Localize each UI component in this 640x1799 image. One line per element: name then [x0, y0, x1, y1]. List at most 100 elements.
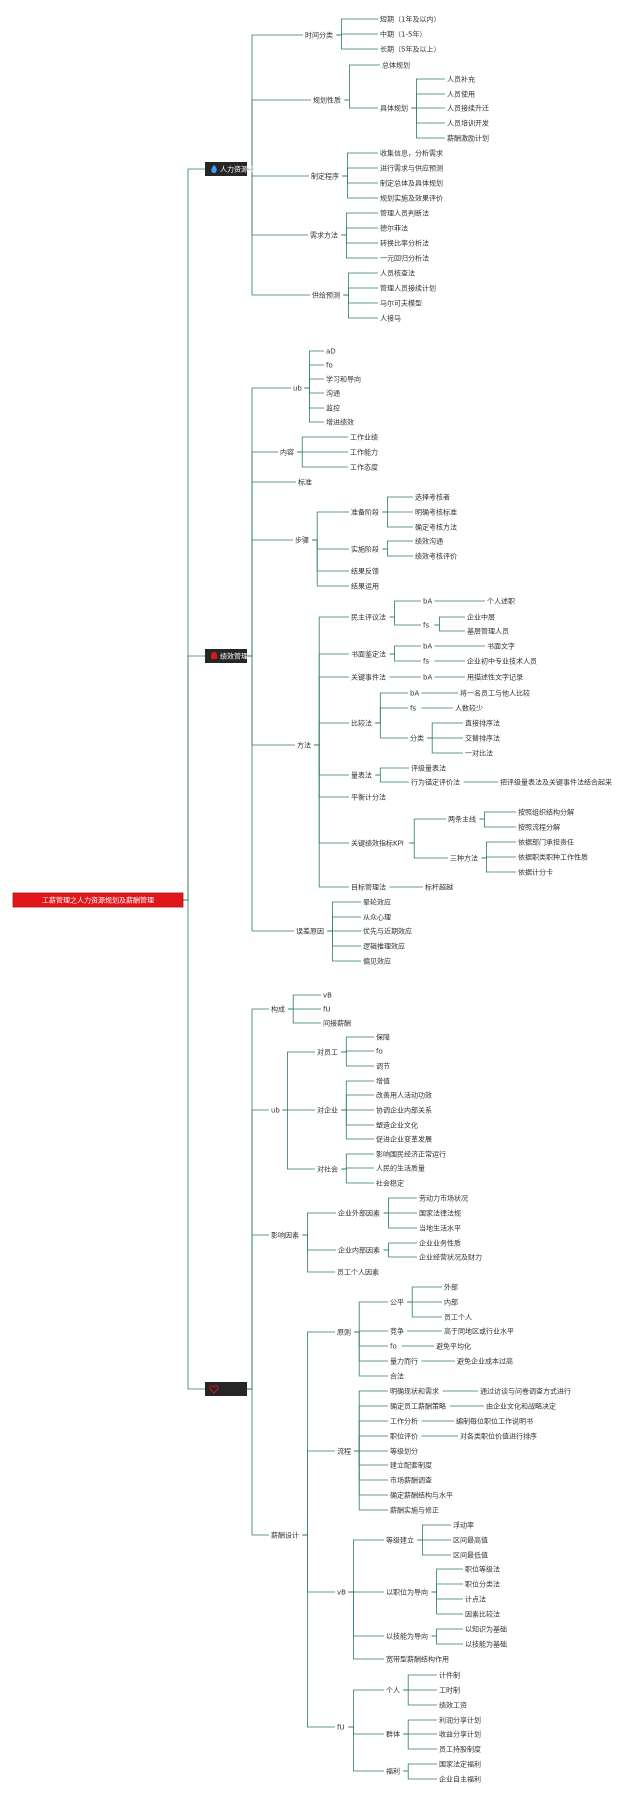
- node-p1a1: 外部: [444, 1283, 458, 1292]
- node-c3: 影响因素: [271, 1231, 299, 1240]
- node-c2c1: 影响国民经济正常运行: [376, 1150, 446, 1159]
- node-a5d: 人接马: [380, 314, 401, 323]
- node-p4a3: 绩效工资: [439, 1701, 467, 1710]
- node-p2d1: 对各类职位价值进行排序: [460, 1432, 537, 1441]
- node-p3a3: 区间最低值: [453, 1551, 488, 1560]
- node-m3a: bA: [423, 674, 432, 682]
- node-m2a1: 书面文字: [487, 642, 515, 651]
- node-a2b: 具体规划: [380, 104, 408, 113]
- node-p3b3: 计点法: [465, 1595, 486, 1604]
- node-p2: 流程: [337, 1447, 351, 1456]
- node-p3: vB: [337, 1589, 346, 1597]
- node-b1a: aD: [326, 348, 336, 356]
- node-b4a1: 选择考核者: [415, 493, 450, 502]
- node-p3c2: 以技能为基础: [465, 1640, 507, 1649]
- node-m7a1: 按照组织结构分解: [518, 808, 574, 817]
- node-p1: 原则: [337, 1329, 351, 1337]
- node-m4b1: 人数较少: [455, 704, 483, 713]
- heart-icon: [209, 1385, 219, 1394]
- node-c2a: 对员工: [317, 1048, 338, 1057]
- node-b4b2: 绩效考核评价: [415, 552, 457, 561]
- node-p1c1: 避免平均化: [436, 1342, 471, 1351]
- node-p3b1: 职位等级法: [465, 1565, 500, 1574]
- node-m7b3: 依据计分卡: [518, 868, 553, 877]
- node-b5: 方法: [297, 741, 311, 750]
- node-c2b1: 增值: [376, 1077, 390, 1086]
- node-m2a: bA: [423, 643, 432, 651]
- node-m1a1: 个人述职: [487, 597, 515, 606]
- node-b6d: 逻辑推理效应: [363, 942, 405, 951]
- node-b4: 步骤: [295, 536, 309, 545]
- node-b1c: 学习和导向: [326, 375, 361, 384]
- node-b2c: 工作态度: [350, 463, 378, 472]
- node-p1a3: 员工个人: [444, 1314, 472, 1322]
- node-p4a1: 计件制: [439, 1671, 460, 1680]
- node-p3c: 以技能为导向: [386, 1632, 428, 1641]
- root-node: [12, 892, 184, 908]
- node-m4a1: 将一名员工与他人比较: [460, 689, 530, 698]
- node-m4b: fs: [410, 705, 416, 713]
- node-p3a: 等级建立: [386, 1536, 414, 1545]
- node-m7a2: 按照流程分解: [518, 823, 560, 832]
- node-p2f: 建立配套制度: [390, 1461, 432, 1470]
- node-p4b1: 利润分享计划: [439, 1716, 481, 1725]
- node-m1: 民主评议法: [351, 613, 386, 622]
- node-p1e: 合法: [390, 1372, 404, 1381]
- node-p1b: 竞争: [390, 1327, 404, 1336]
- node-p2a: 明确现状和需求: [390, 1387, 439, 1396]
- node-a2b2: 人员使用: [447, 90, 475, 99]
- node-a2b4: 人员培训开发: [447, 119, 489, 128]
- node-b4d: 结果运用: [351, 582, 379, 591]
- node-b4a: 准备阶段: [351, 508, 379, 517]
- node-p3b2: 职位分类法: [465, 1580, 500, 1589]
- node-c3a: 企业外部因素: [338, 1209, 380, 1218]
- fire-icon: [211, 165, 217, 173]
- node-c2a2: fo: [376, 1048, 383, 1056]
- node-p4b3: 员工持股制度: [439, 1745, 481, 1754]
- node-p2b: 确定员工薪酬策略: [390, 1402, 446, 1411]
- node-c4: 薪酬设计: [271, 1531, 299, 1540]
- node-b2b: 工作能力: [350, 448, 378, 457]
- node-p4: fU: [337, 1724, 345, 1732]
- node-a1a: 短期（1年及以内）: [380, 15, 440, 24]
- node-m7b1: 依据部门承担责任: [518, 838, 574, 847]
- node-c2b2: 改善用人活动功效: [376, 1091, 432, 1100]
- node-p1c: fo: [390, 1343, 397, 1351]
- node-b6a: 晕轮效应: [363, 898, 391, 907]
- node-b6b: 从众心理: [363, 914, 391, 922]
- node-a1c: 长期（5年及以上）: [380, 45, 440, 54]
- node-p1a: 公平: [390, 1299, 404, 1307]
- node-c2b4: 塑造企业文化: [376, 1121, 418, 1130]
- node-p4b: 群体: [386, 1730, 400, 1739]
- node-b2: 内容: [280, 448, 294, 457]
- node-a2a: 总体规划: [382, 61, 410, 70]
- node-p1d: 量力而行: [390, 1357, 418, 1366]
- node-a5: 供给预测: [312, 291, 340, 300]
- node-p2h: 确定薪酬结构与水平: [390, 1491, 453, 1500]
- node-m2: 书面鉴定法: [351, 650, 386, 659]
- topic-1: [205, 162, 247, 176]
- node-c1: 构成: [271, 1005, 285, 1014]
- node-b1d: 沟通: [326, 389, 340, 398]
- node-m5a: 评级量表法: [411, 764, 446, 773]
- topic-label: 绩效管理: [220, 652, 248, 661]
- node-p2e: 等级划分: [390, 1447, 418, 1456]
- node-p4c: 福利: [386, 1767, 400, 1776]
- node-m6: 平衡计分法: [351, 793, 386, 802]
- node-c3a1: 劳动力市场状况: [419, 1194, 468, 1203]
- node-b4b: 实施阶段: [351, 545, 379, 554]
- node-a5b: 管理人员接续计划: [380, 284, 436, 293]
- node-b4b1: 绩效沟通: [415, 537, 443, 546]
- node-m5: 量表法: [351, 771, 372, 780]
- node-a3a: 收集信息，分析需求: [380, 149, 443, 158]
- node-p1b1: 高于同地区或行业水平: [444, 1327, 514, 1336]
- node-p4c1: 国家法定福利: [439, 1760, 481, 1769]
- node-c1b: fU: [323, 1006, 331, 1014]
- node-p3d: 宽带型薪酬结构作用: [386, 1655, 449, 1664]
- node-c2b5: 促进企业变革发展: [376, 1135, 432, 1144]
- node-p2g: 市场薪酬调查: [390, 1476, 432, 1485]
- root-label: 工薪管理之人力资源规划及薪酬管理: [42, 896, 154, 905]
- mind-map-nodes: 工薪管理之人力资源规划及薪酬管理人力资源规划时间分类短期（1年及以内）中期（1-…: [12, 15, 612, 1784]
- node-p3b: 以职位为导向: [386, 1588, 428, 1597]
- node-c2a1: 保障: [376, 1033, 390, 1042]
